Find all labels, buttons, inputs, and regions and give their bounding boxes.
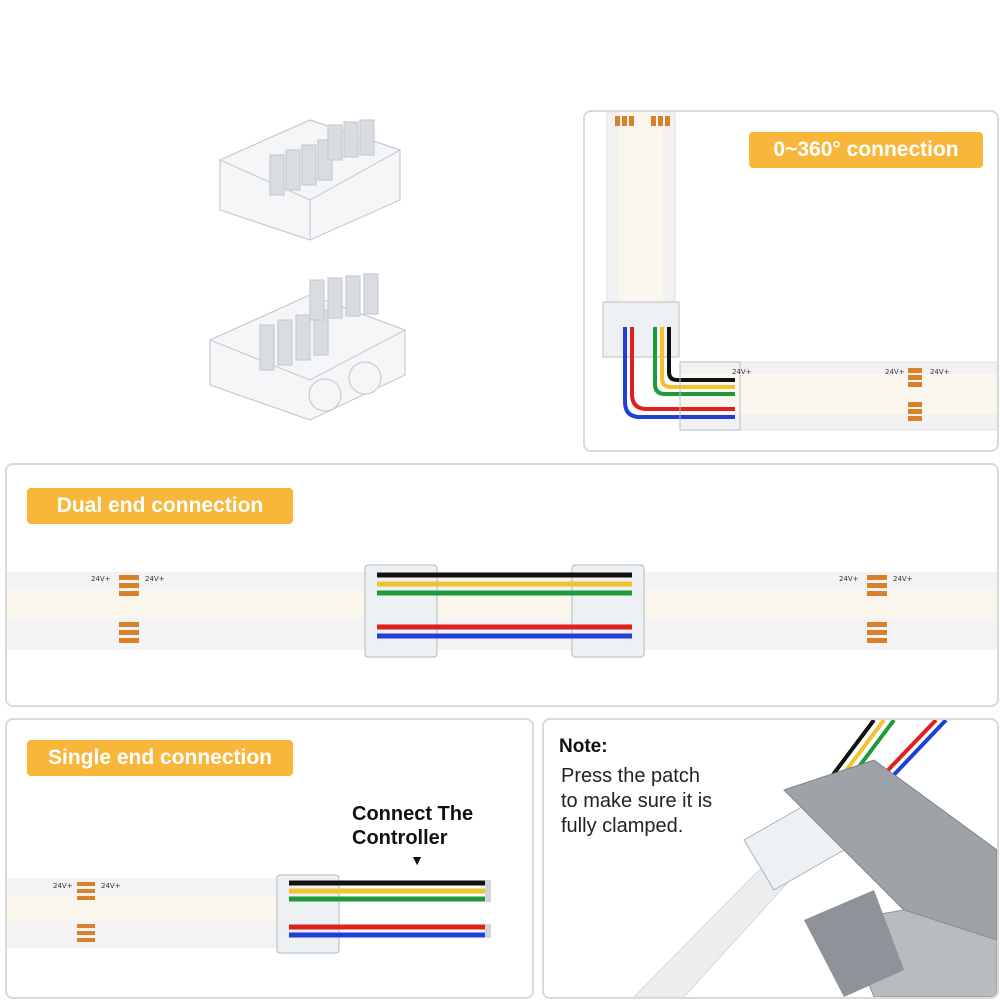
connector-illustrations [208,119,407,421]
pad-label-24v-2: 24V+ [885,368,905,376]
pliers-clamping-illustration [633,720,997,997]
dual-pad-24v-left-b: 24V+ [145,575,165,583]
connect-controller-line2: Controller [352,827,448,849]
dual-end-panel: Dual end connection 24V+ 24V+ 24V+ 24V+ [5,463,999,707]
note-line1: Press the patch [561,765,700,787]
dual-pad-24v-right: 24V+ [839,575,859,583]
connect-controller-label: Connect The Controller ▼ [352,802,482,870]
pad-label-24v: 24V+ [732,368,752,376]
connect-controller-line1: Connect The [352,803,474,825]
connector-product-images [200,100,420,430]
single-pad-24v: 24V+ [53,882,73,890]
single-end-badge: Single end connection [27,740,293,776]
single-end-panel: Single end connection Connect The Contro… [5,718,534,999]
dual-pad-24v-right-b: 24V+ [893,575,913,583]
note-title: Note: [559,736,608,757]
l-shape-strip-illustration: 24V+ 24V+ 24V+ [602,112,997,431]
single-strip-illustration: 24V+ 24V+ [7,874,491,954]
dual-pad-24v-left: 24V+ [91,575,111,583]
note-panel: Note: Press the patch to make sure it is… [542,718,999,999]
rotation-connection-panel: 0~360° connection 24V+ 24V+ [583,110,999,452]
dual-end-badge: Dual end connection [27,488,293,524]
single-pad-24v-b: 24V+ [101,882,121,890]
note-body: Press the patch to make sure it is fully… [561,764,751,839]
connector-image-bottom [208,273,407,421]
dual-strip-illustration: 24V+ 24V+ 24V+ 24V+ [7,564,997,658]
connector-image-top [218,119,402,241]
pad-label-24v-3: 24V+ [930,368,950,376]
note-line2: to make sure it is [561,790,713,812]
note-line3: fully clamped. [561,815,684,837]
rotation-connection-badge: 0~360° connection [749,132,983,168]
down-arrow-icon: ▼ [410,852,424,868]
